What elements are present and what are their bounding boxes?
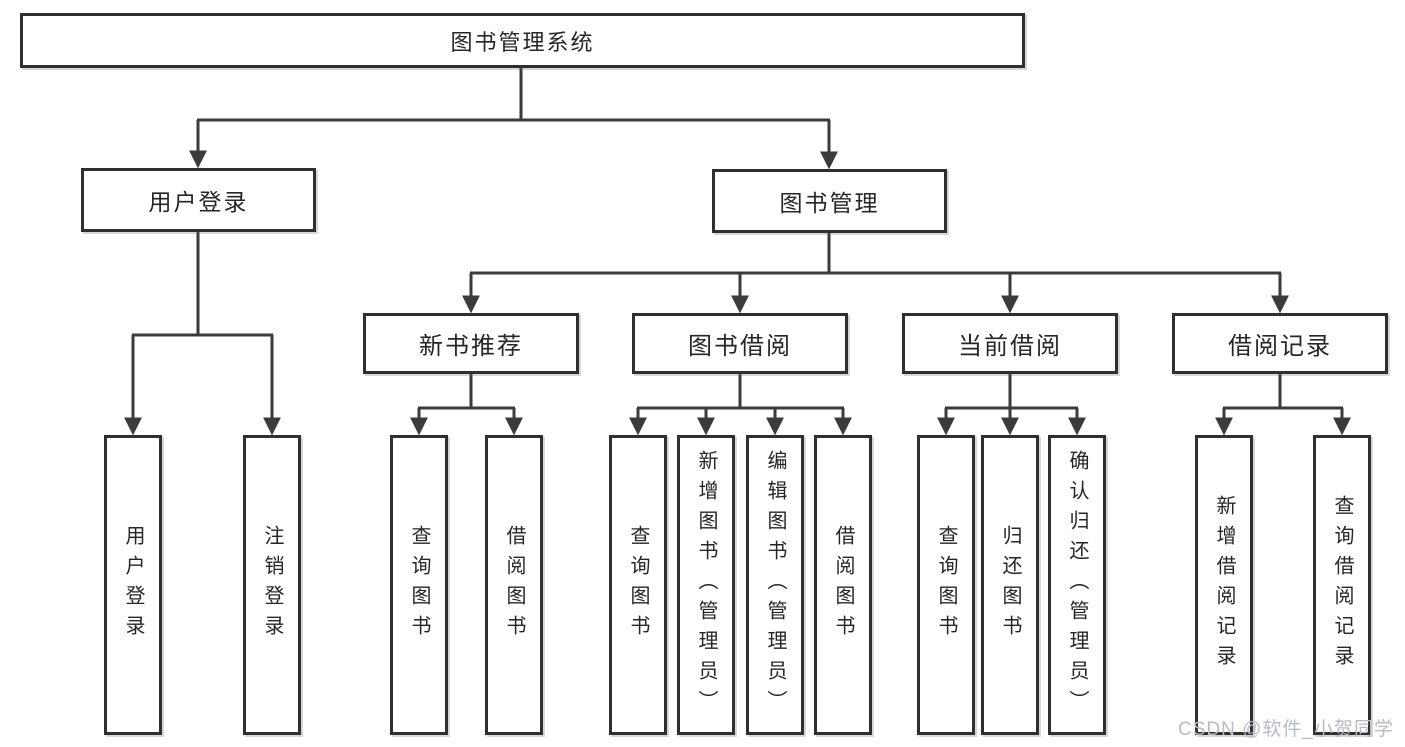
leaf-add-borrow-record: 新增借阅记录: [1195, 435, 1253, 735]
node-user-login: 用户登录: [81, 168, 316, 232]
leaf-label: 查询借阅记录: [1331, 495, 1353, 675]
node-library-management-system: 图书管理系统: [20, 13, 1025, 68]
leaf-label: 借阅图书: [503, 525, 525, 645]
leaf-label: 查询图书: [627, 525, 649, 645]
leaf-edit-books-admin: 编辑图书（管理员）: [746, 435, 804, 735]
leaf-confirm-return-admin: 确认归还（管理员）: [1048, 435, 1106, 735]
csdn-watermark: CSDN @软件_小贺同学: [1178, 719, 1394, 740]
leaf-return-books: 归还图书: [981, 435, 1039, 735]
leaf-add-books-admin: 新增图书（管理员）: [677, 435, 735, 735]
leaf-query-books-current: 查询图书: [917, 435, 975, 735]
leaf-query-borrow-record: 查询借阅记录: [1313, 435, 1371, 735]
leaf-label: 编辑图书（管理员）: [764, 450, 786, 720]
leaf-query-books-borrow: 查询图书: [609, 435, 667, 735]
node-borrowing-records: 借阅记录: [1172, 313, 1388, 374]
leaf-label: 新增图书（管理员）: [695, 450, 717, 720]
leaf-borrow-books: 借阅图书: [814, 435, 872, 735]
node-book-management: 图书管理: [712, 169, 947, 233]
leaf-label: 查询图书: [935, 525, 957, 645]
leaf-logout-login: 注销登录: [243, 435, 301, 735]
leaf-label: 用户登录: [122, 525, 144, 645]
leaf-user-login: 用户登录: [104, 435, 162, 735]
leaf-label: 新增借阅记录: [1213, 495, 1235, 675]
leaf-label: 注销登录: [261, 525, 283, 645]
leaf-label: 借阅图书: [832, 525, 854, 645]
node-new-book-recommend: 新书推荐: [363, 313, 579, 374]
leaf-borrow-books-recommend: 借阅图书: [485, 435, 543, 735]
leaf-label: 查询图书: [408, 525, 430, 645]
leaf-label: 归还图书: [999, 525, 1021, 645]
leaf-query-books-recommend: 查询图书: [390, 435, 448, 735]
node-current-borrowing: 当前借阅: [902, 313, 1118, 374]
node-book-borrowing: 图书借阅: [632, 313, 848, 374]
leaf-label: 确认归还（管理员）: [1066, 450, 1088, 720]
